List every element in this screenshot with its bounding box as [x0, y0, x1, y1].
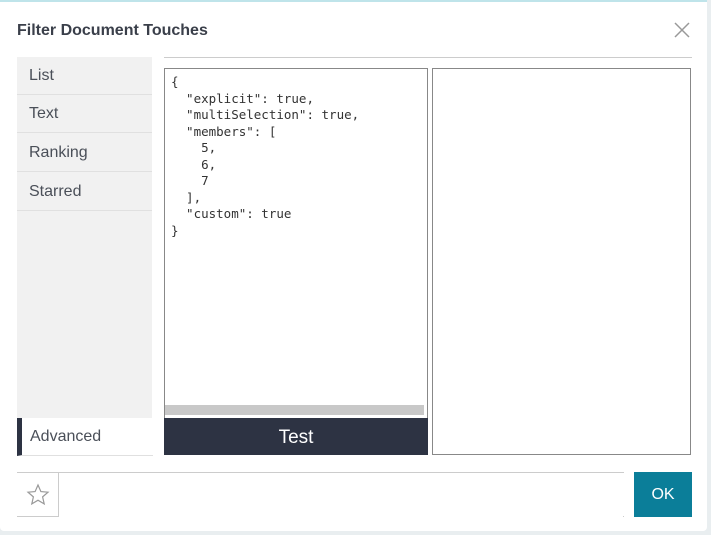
- result-panel: [432, 68, 691, 455]
- sidebar-item-text[interactable]: Text: [17, 95, 152, 133]
- json-code[interactable]: { "explicit": true, "multiSelection": tr…: [171, 74, 360, 238]
- filter-name-row: [17, 472, 624, 518]
- sidebar-item-ranking[interactable]: Ranking: [17, 134, 152, 172]
- horizontal-scrollbar[interactable]: [165, 405, 424, 415]
- sidebar-item-starred[interactable]: Starred: [17, 173, 152, 211]
- star-icon[interactable]: [17, 473, 59, 516]
- divider: [164, 57, 692, 58]
- sidebar-item-advanced[interactable]: Advanced: [17, 418, 153, 456]
- filter-name-input[interactable]: [59, 473, 623, 518]
- test-button[interactable]: Test: [164, 418, 428, 455]
- sidebar: [17, 57, 152, 418]
- dialog-title: Filter Document Touches: [17, 22, 208, 39]
- json-editor[interactable]: { "explicit": true, "multiSelection": tr…: [164, 68, 428, 418]
- ok-button[interactable]: OK: [634, 472, 692, 517]
- close-icon[interactable]: [672, 20, 692, 42]
- sidebar-item-list[interactable]: List: [17, 57, 152, 95]
